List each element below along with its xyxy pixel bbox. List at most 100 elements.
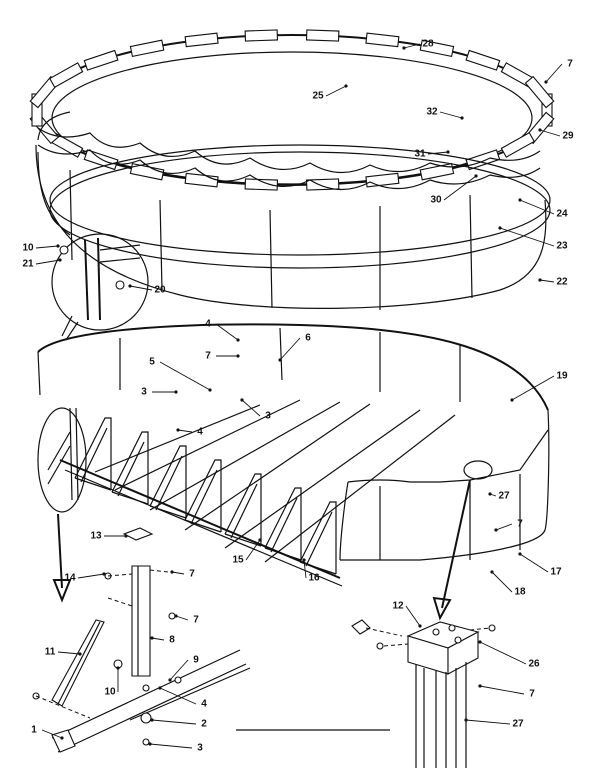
leader-line	[427, 151, 449, 155]
callout-20: 20	[154, 285, 166, 296]
exploded-upright-right	[351, 619, 496, 768]
a-frame-brace	[224, 473, 262, 547]
callout-6: 6	[305, 333, 311, 344]
leader-arrowhead	[116, 666, 120, 670]
leader-line	[519, 553, 549, 573]
rail-segment	[365, 172, 400, 188]
leader-arrowhead	[158, 686, 162, 690]
leader-arrowhead	[302, 558, 306, 562]
callout-7: 7	[193, 615, 199, 626]
callout-7: 7	[517, 519, 523, 530]
leader-line	[149, 743, 193, 749]
callout-9: 9	[193, 655, 199, 666]
leader-arrowhead	[124, 534, 128, 538]
leader-arrowhead	[174, 390, 178, 394]
leader-arrowhead	[170, 570, 174, 574]
leader-arrowhead	[176, 428, 180, 432]
leader-line	[303, 559, 307, 579]
leader-arrowhead	[258, 538, 262, 542]
rail-segment	[524, 75, 555, 109]
rail-segment	[500, 131, 535, 158]
leader-line	[539, 279, 555, 283]
leader-arrowhead	[478, 640, 482, 644]
leader-arrowhead	[518, 198, 522, 202]
rail-segment	[465, 49, 501, 71]
leader-arrowhead	[498, 226, 502, 230]
leader-line	[159, 361, 211, 391]
callout-28: 28	[422, 39, 434, 50]
rail-segment	[419, 162, 455, 181]
leader-line	[77, 573, 105, 579]
leader-arrowhead	[494, 528, 498, 532]
leader-arrowhead	[510, 398, 514, 402]
leader-arrowhead	[236, 338, 240, 342]
leader-line	[171, 571, 185, 575]
rail-segment	[49, 62, 84, 89]
leader-line	[499, 227, 555, 247]
leader-arrowhead	[490, 570, 494, 574]
a-frame-brace	[299, 501, 337, 575]
leader-arrowhead	[174, 614, 178, 618]
rail-segment	[419, 39, 455, 58]
leader-arrowhead	[236, 354, 240, 358]
a-frame-brace	[149, 445, 187, 519]
rail-segment	[365, 32, 400, 48]
leader-arrowhead	[58, 258, 62, 262]
callout-1: 1	[31, 725, 37, 736]
leader-line	[539, 129, 561, 137]
leader-arrowhead	[128, 284, 132, 288]
leader-line	[215, 323, 239, 341]
callout-29: 29	[562, 131, 574, 142]
leader-arrowhead	[278, 358, 282, 362]
detail-circle-top	[51, 233, 149, 341]
leader-arrowhead	[488, 492, 492, 496]
leader-line	[245, 539, 261, 561]
pool-liner	[35, 111, 551, 310]
callout-7: 7	[189, 569, 195, 580]
leader-arrowhead	[148, 742, 152, 746]
callout-17: 17	[550, 567, 562, 578]
callout-10: 10	[22, 243, 34, 254]
leader-line	[511, 375, 555, 401]
leader-line	[405, 605, 421, 627]
callout-16: 16	[308, 573, 320, 584]
leader-arrowhead	[544, 80, 548, 84]
leader-line	[159, 687, 197, 705]
a-frame-brace	[184, 459, 222, 533]
rail-segment	[305, 29, 340, 42]
pool-wall	[37, 323, 550, 561]
callout-26: 26	[528, 659, 540, 670]
leader-arrowhead	[518, 552, 522, 556]
callout-3: 3	[197, 743, 203, 754]
leader-line	[35, 245, 59, 249]
leader-line	[439, 111, 463, 119]
a-frame-brace	[264, 487, 302, 561]
leader-arrowhead	[56, 244, 60, 248]
rail-segment	[244, 178, 279, 191]
a-frame-brace	[111, 431, 149, 505]
leader-line	[175, 615, 189, 621]
callout-7: 7	[567, 59, 573, 70]
exploded-upright-left	[32, 527, 251, 753]
callout-8: 8	[169, 635, 175, 646]
leader-line	[129, 285, 153, 291]
leader-arrowhead	[464, 718, 468, 722]
callout-7: 7	[205, 351, 211, 362]
callout-13: 13	[90, 531, 102, 542]
callout-24: 24	[556, 209, 568, 220]
leader-line	[35, 259, 61, 265]
leader-arrowhead	[478, 684, 482, 688]
leader-arrowhead	[538, 128, 542, 132]
leader-line	[151, 637, 165, 641]
leader-arrowhead	[240, 398, 244, 402]
leader-line	[241, 399, 261, 417]
leader-line	[495, 523, 513, 531]
callout-21: 21	[22, 259, 34, 270]
callout-3: 3	[141, 387, 147, 398]
rail-segment	[184, 32, 219, 48]
leader-arrowhead	[474, 174, 478, 178]
callout-labels: 2872532293130242322102120467533419277151…	[22, 39, 574, 754]
leader-arrowhead	[150, 718, 154, 722]
leader-line	[151, 719, 197, 725]
